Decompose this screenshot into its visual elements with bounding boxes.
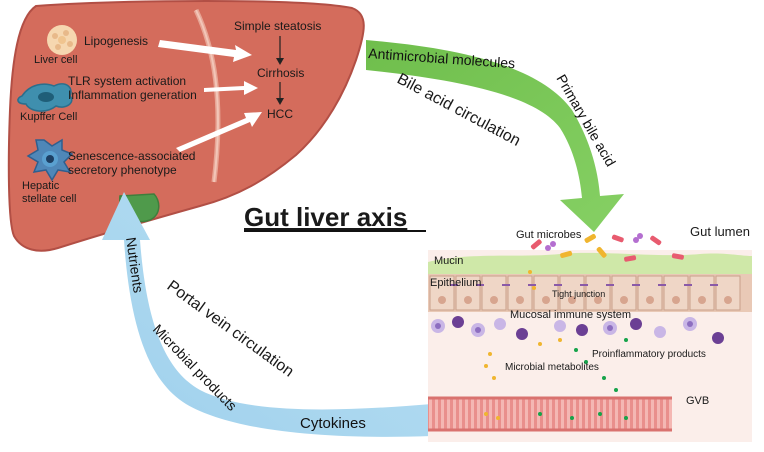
liver-cell-icon [47, 25, 77, 55]
cytokines-label: Cytokines [300, 415, 366, 432]
gut-microbes-label: Gut microbes [516, 229, 582, 241]
tight-junction-marks [450, 284, 718, 286]
epithelium-cells [429, 275, 741, 311]
diagram-title: Gut liver axis [244, 202, 407, 232]
progression-arrows [276, 36, 284, 105]
progression-simple-steatosis: Simple steatosis [234, 19, 321, 33]
nutrients-label: Nutrients [123, 236, 147, 294]
liver [7, 0, 365, 252]
tight-junction-label: Tight junction [552, 289, 605, 299]
metabolites-label: Microbial metabolites [505, 362, 599, 373]
immune-cells [431, 316, 724, 344]
epithelium-label: Epithelium [430, 277, 481, 289]
progression-hcc: HCC [267, 107, 293, 121]
liver-cell-label: Liver cell [34, 54, 77, 66]
hepatic-stellate-label-1: Hepatic [22, 180, 60, 192]
process-arrows [158, 40, 262, 152]
hepatic-stellate-label-2: stellate cell [22, 193, 76, 205]
metabolite-dots [484, 270, 628, 392]
epithelium-nuclei [438, 296, 732, 304]
sasp-label-2: secretory phenotype [68, 163, 177, 177]
tlr-label-2: Inflammation generation [68, 88, 197, 102]
tlr-label-1: TLR system activation [68, 74, 186, 88]
proinflammatory-label: Proinflammatory products [592, 349, 706, 360]
mucin-label: Mucin [434, 255, 463, 267]
kupffer-cell-label: Kupffer Cell [20, 111, 77, 123]
sasp-label-1: Senescence-associated [68, 149, 195, 163]
mucin-layer [428, 252, 752, 276]
gut-lumen-label: Gut lumen [690, 224, 750, 239]
portal-vein-arrow [102, 192, 432, 437]
lipogenesis-label: Lipogenesis [84, 34, 148, 48]
vessel-dots [484, 412, 628, 420]
gut-microbes [530, 233, 684, 262]
gvb-label: GVB [686, 395, 709, 407]
hepatic-stellate-cell-icon [26, 138, 74, 182]
progression-cirrhosis: Cirrhosis [257, 66, 304, 80]
gvb-vessel [428, 398, 672, 430]
mucosal-immune-label: Mucosal immune system [510, 309, 631, 321]
bile-acid-arrow [366, 40, 624, 232]
gut-panel [428, 233, 752, 442]
liver-shape [7, 0, 365, 252]
kupffer-cell-icon [17, 83, 73, 112]
